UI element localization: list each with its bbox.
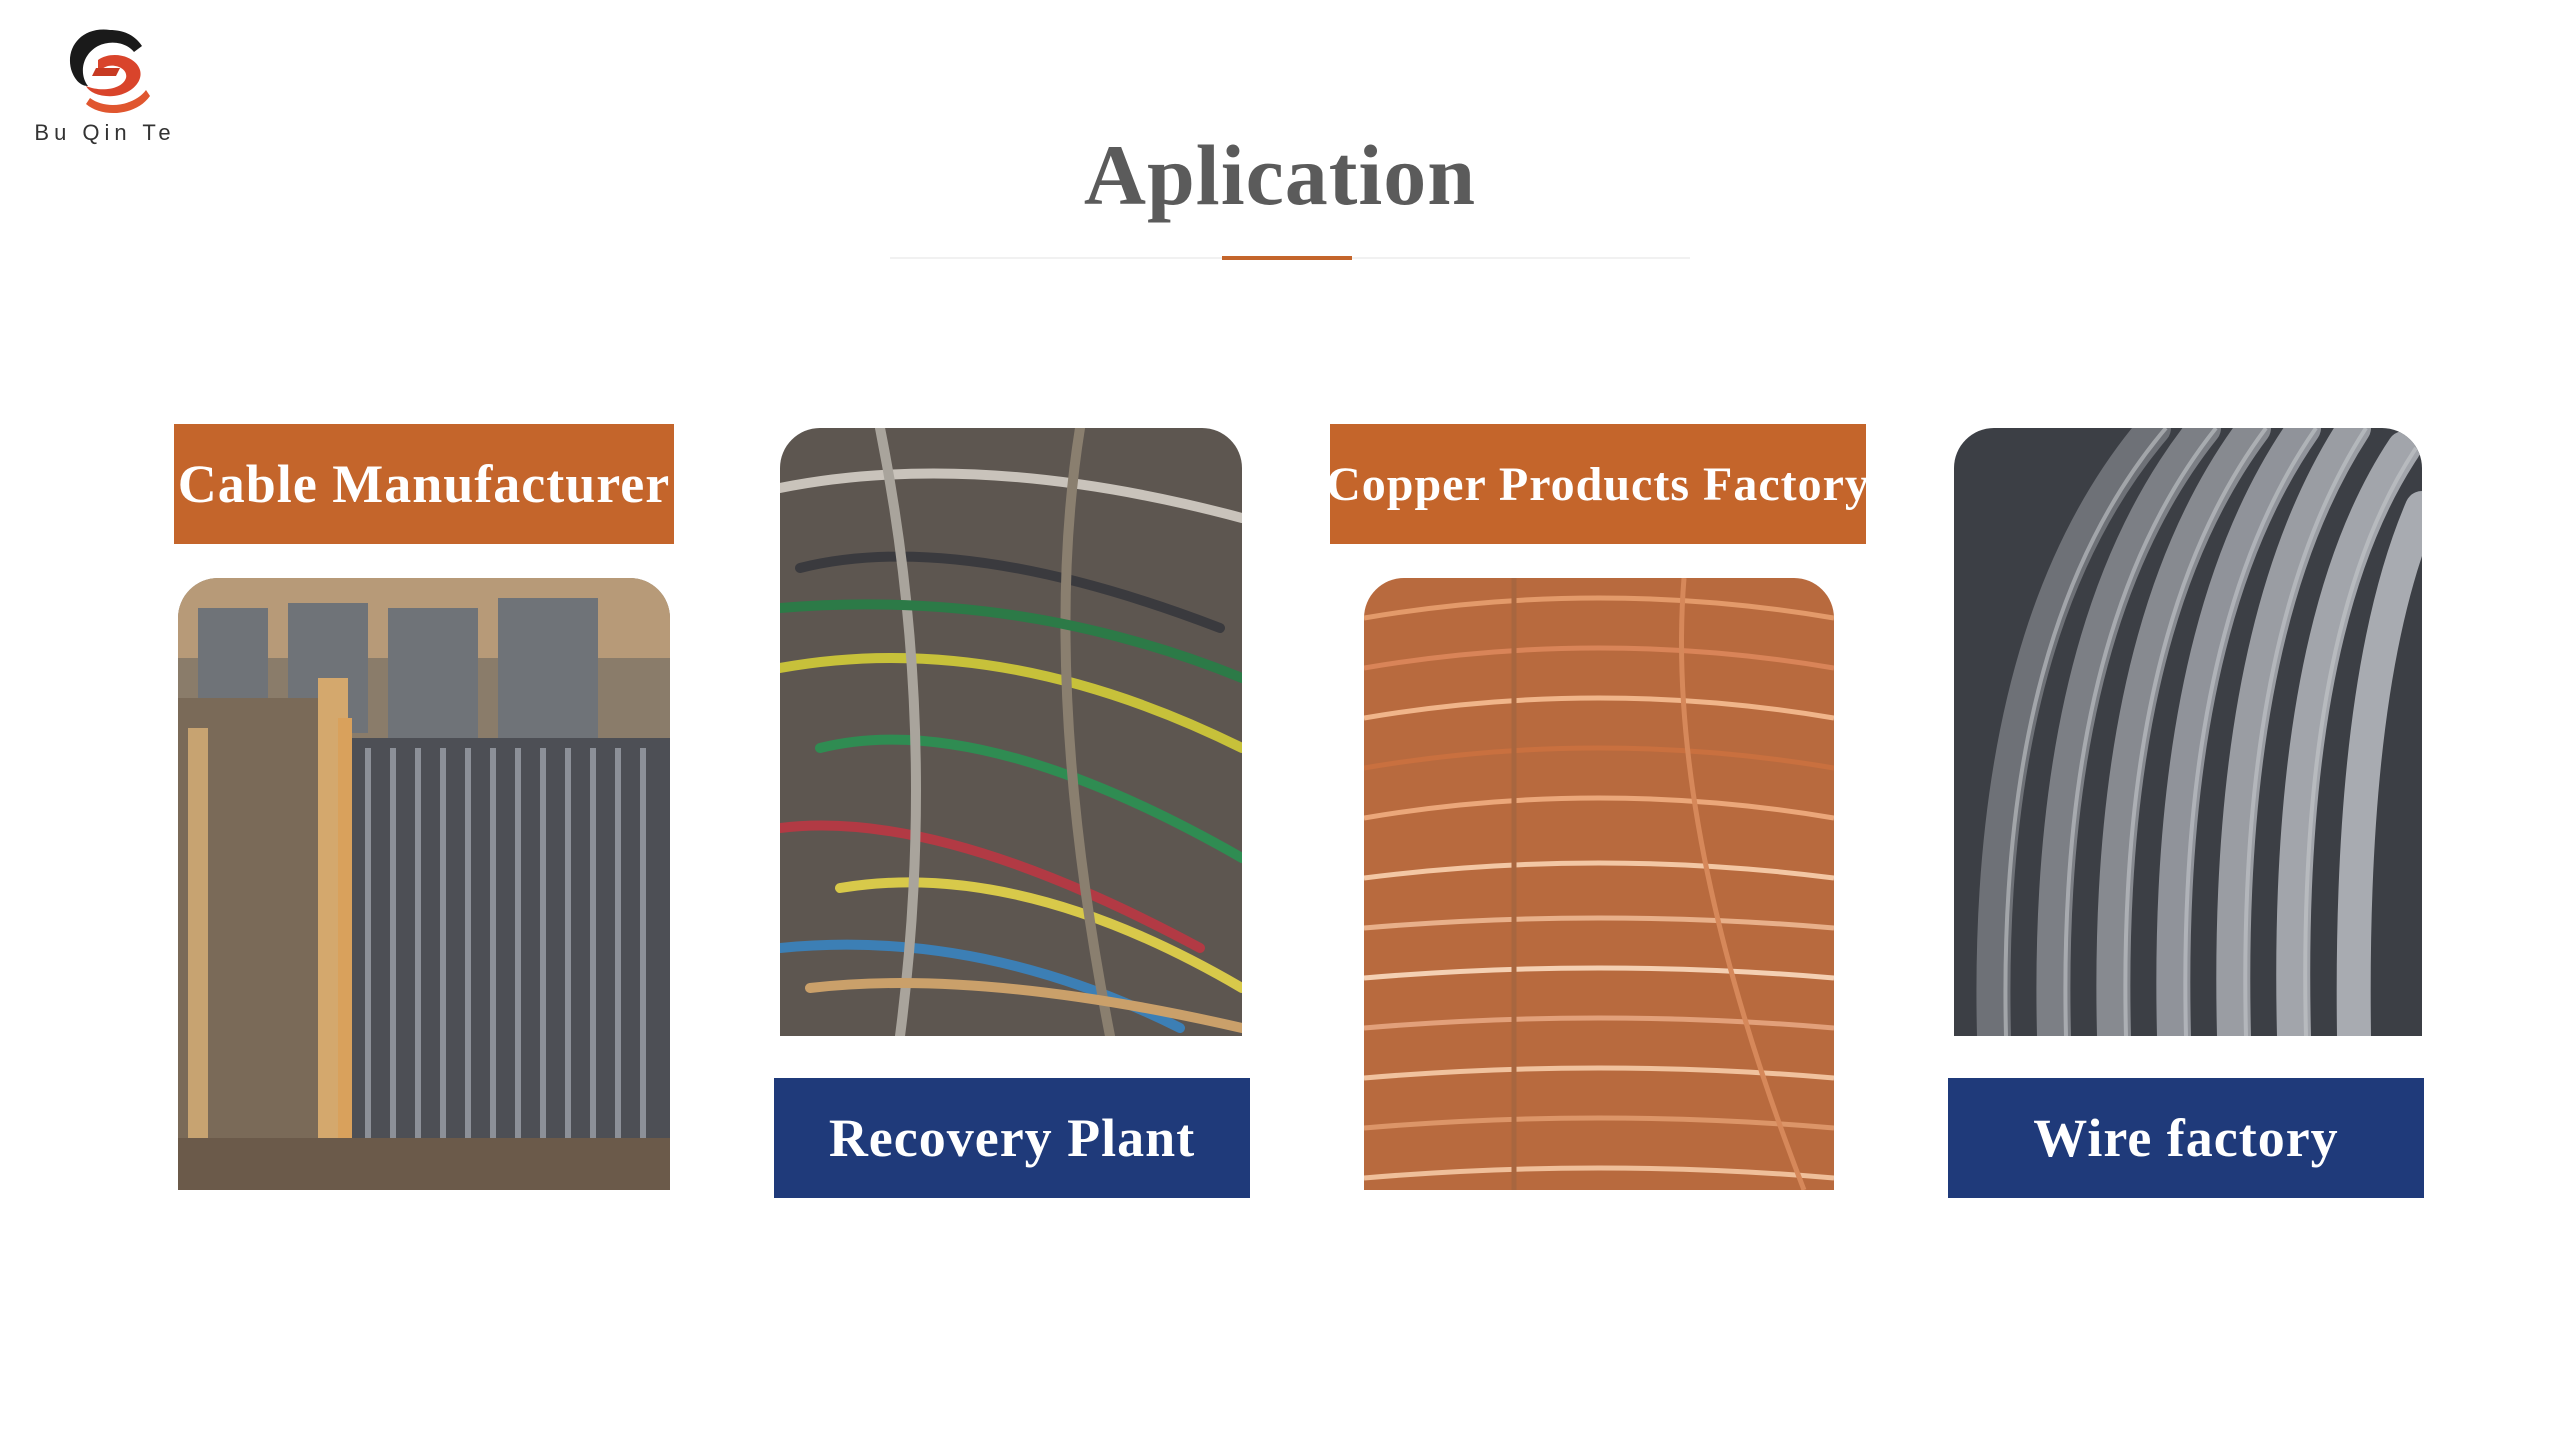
brand-logo: Bu Qin Te: [30, 20, 220, 160]
cable-reels-photo: [178, 578, 670, 1190]
label-copper-products-factory: Copper Products Factory: [1326, 424, 1869, 544]
logo-mark-icon: [69, 29, 150, 114]
copper-coil-photo: [1364, 578, 1834, 1190]
scrap-wire-photo: [780, 428, 1242, 1036]
label-wire-factory: Wire factory: [1948, 1078, 2424, 1198]
page-title: Aplication: [1083, 127, 1477, 223]
label-cable-manufacturer: Cable Manufacturer: [174, 424, 674, 544]
title-accent-bar: [1222, 256, 1352, 260]
gray-cable-coil-photo: [1954, 428, 2422, 1036]
brand-name: Bu Qin Te: [34, 120, 176, 145]
label-recovery-plant: Recovery Plant: [774, 1078, 1250, 1198]
